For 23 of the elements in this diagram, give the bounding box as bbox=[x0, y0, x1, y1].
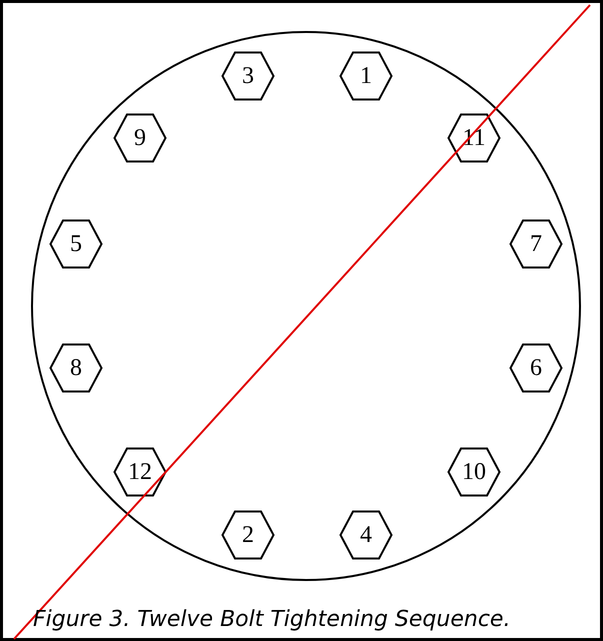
bolt-number: 1 bbox=[360, 64, 372, 88]
hex-bolt bbox=[49, 343, 103, 393]
bolt-number: 6 bbox=[530, 356, 542, 380]
bolt-number: 4 bbox=[360, 523, 372, 547]
bolt-number: 7 bbox=[530, 232, 542, 256]
hex-bolt bbox=[509, 343, 563, 393]
hex-bolt bbox=[509, 219, 563, 269]
bolt-number: 2 bbox=[242, 523, 254, 547]
bolt-number: 8 bbox=[70, 356, 82, 380]
bolt-number: 10 bbox=[462, 460, 486, 484]
bolt-number: 9 bbox=[134, 126, 146, 150]
bolt-number: 3 bbox=[242, 64, 254, 88]
figure-caption: Figure 3. Twelve Bolt Tightening Sequence. bbox=[33, 607, 510, 632]
hex-bolt bbox=[113, 113, 167, 163]
hex-bolt bbox=[447, 447, 501, 497]
hex-bolt bbox=[339, 510, 393, 560]
hex-bolt bbox=[339, 51, 393, 101]
bolt-number: 5 bbox=[70, 232, 82, 256]
hex-bolt bbox=[113, 447, 167, 497]
hex-bolt bbox=[49, 219, 103, 269]
hex-bolt bbox=[221, 51, 275, 101]
bolt-number: 12 bbox=[128, 460, 152, 484]
hex-bolt bbox=[221, 510, 275, 560]
